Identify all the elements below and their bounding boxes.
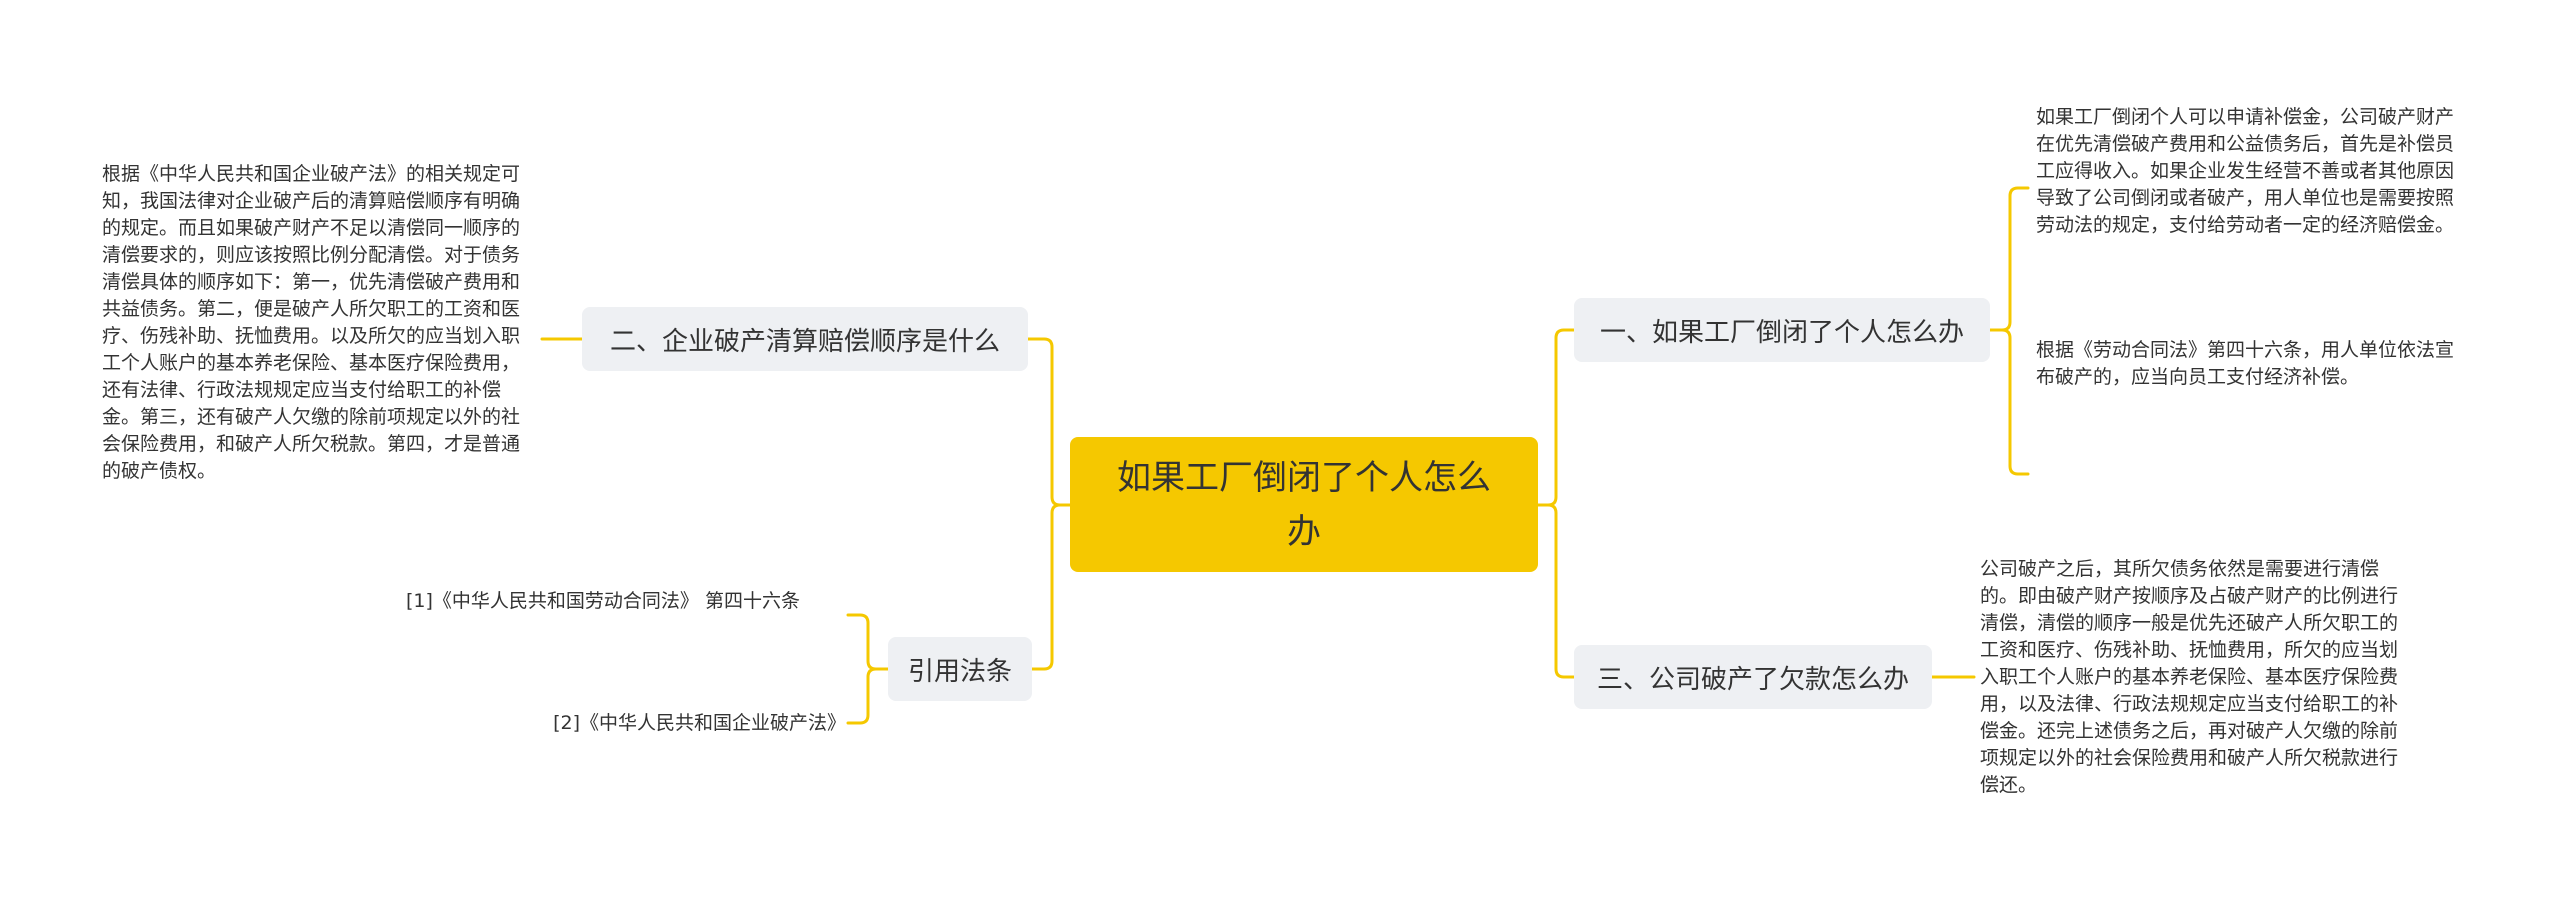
connector-t1-leaf1 (2000, 186, 2030, 332)
leaf-t1-1[interactable]: 如果工厂倒闭个人可以申请补偿金，公司破产财产在优先清偿破产费用和公益债务后，首先… (2036, 106, 2455, 236)
leaf-t2-1[interactable]: 根据《中华人民共和国企业破产法》的相关规定可知，我国法律对企业破产后的清算赔偿顺… (102, 163, 521, 482)
central-topic[interactable]: 如果工厂倒闭了个人怎么办 (1070, 437, 1538, 572)
topic-node-2-label: 二、企业破产清算赔偿顺序是什么 (609, 326, 1000, 357)
connector-t4-leaf2 (846, 667, 878, 725)
central-topic-label: 如果工厂倒闭了个人怎么办 (1117, 457, 1491, 552)
topic-node-2[interactable]: 二、企业破产清算赔偿顺序是什么 (582, 307, 1028, 371)
connector-center-t3 (1536, 503, 1576, 679)
leaf-t4-2[interactable]: [2]《中华人民共和国企业破产法》 (553, 712, 846, 734)
topic-node-4[interactable]: 引用法条 (888, 637, 1032, 701)
topic-node-3-label: 三、公司破产了欠款怎么办 (1596, 664, 1909, 695)
connector-t1-leaf2 (2000, 328, 2030, 476)
connector-center-t4 (1030, 503, 1072, 671)
topic-node-1[interactable]: 一、如果工厂倒闭了个人怎么办 (1574, 298, 1990, 362)
topic-node-4-label: 引用法条 (907, 656, 1012, 687)
leaf-t1-2[interactable]: 根据《劳动合同法》第四十六条，用人单位依法宣布破产的，应当向员工支付经济补偿。 (2036, 339, 2455, 388)
topic-node-3[interactable]: 三、公司破产了欠款怎么办 (1574, 645, 1932, 709)
connector-center-t2 (1026, 337, 1072, 507)
connector-t4-leaf1 (846, 613, 878, 671)
topic-node-1-label: 一、如果工厂倒闭了个人怎么办 (1599, 317, 1964, 348)
leaf-t3-1[interactable]: 公司破产之后，其所欠债务依然是需要进行清偿的。即由破产财产按顺序及占破产财产的比… (1980, 558, 2399, 796)
leaf-t4-1[interactable]: [1]《中华人民共和国劳动合同法》 第四十六条 (406, 590, 800, 612)
connector-center-t1 (1536, 328, 1576, 507)
